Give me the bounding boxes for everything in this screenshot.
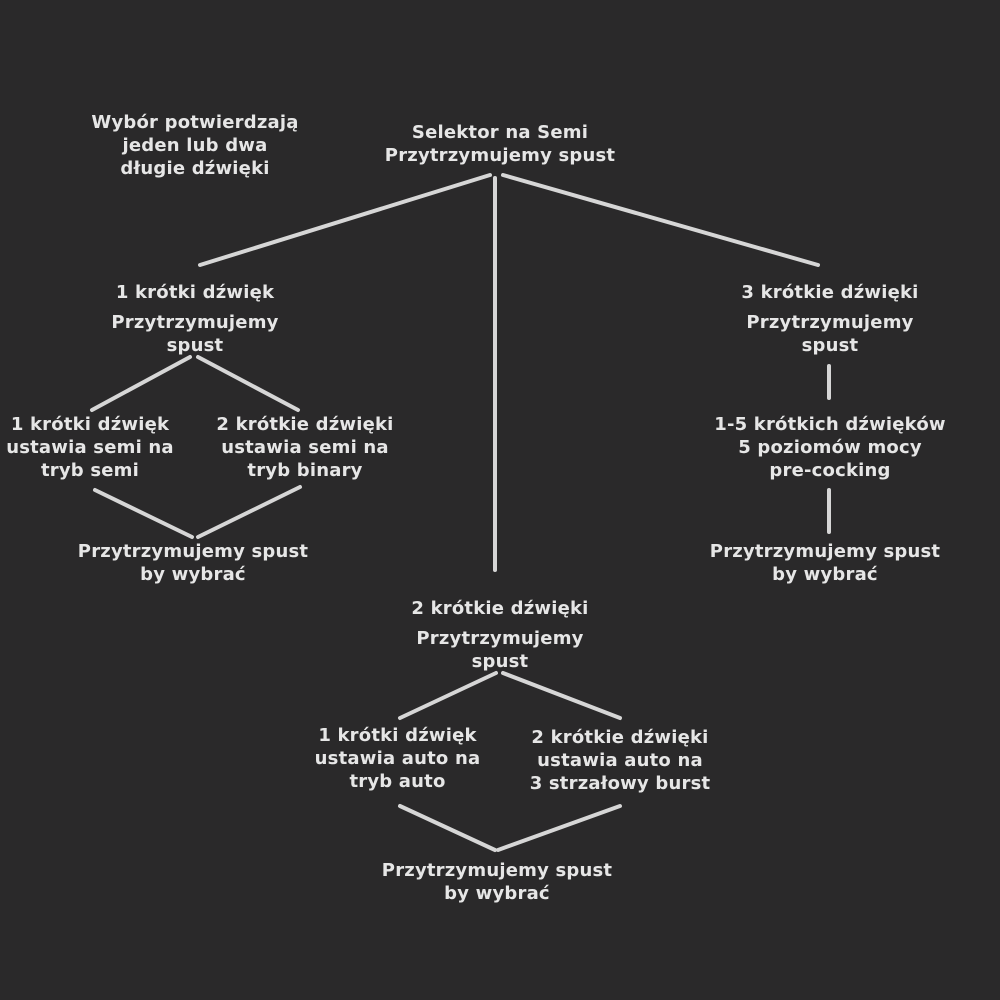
edge-center-to-opt-b (501, 671, 622, 720)
right-branch-sub: Przytrzymujemy spust (746, 312, 914, 356)
note-text: Wybór potwierdzają jeden lub dwa długie … (91, 112, 299, 179)
center-option-a: 1 krótki dźwięk ustawia auto na tryb aut… (314, 725, 481, 792)
edge-left-to-opt-b (196, 355, 300, 412)
left-option-b: 2 krótkie dźwięki ustawia semi na tryb b… (216, 414, 394, 481)
edge-root-right (501, 173, 820, 267)
center-branch-sub: Przytrzymujemy spust (416, 628, 584, 672)
edge-opt-b-to-confirm (196, 485, 302, 539)
edge-left-to-opt-a (90, 355, 192, 412)
right-mid: 1-5 krótkich dźwięków 5 poziomów mocy pr… (714, 414, 946, 481)
left-confirm: Przytrzymujemy spust by wybrać (77, 541, 309, 585)
edge-center-opt-a-to-confirm (398, 804, 497, 852)
center-option-b: 2 krótkie dźwięki ustawia auto na 3 strz… (529, 727, 711, 794)
root-node: Selektor na Semi Przytrzymujemy spust (384, 122, 616, 166)
left-option-a: 1 krótki dźwięk ustawia semi na tryb sem… (6, 414, 174, 481)
center-confirm: Przytrzymujemy spust by wybrać (381, 860, 613, 904)
edge-center-to-opt-a (398, 671, 498, 720)
right-branch-head: 3 krótkie dźwięki (741, 282, 919, 303)
edge-center-opt-b-to-confirm (496, 804, 622, 852)
left-branch-head: 1 krótki dźwięk (115, 282, 275, 303)
center-branch-head: 2 krótkie dźwięki (411, 598, 589, 619)
right-confirm: Przytrzymujemy spust by wybrać (709, 541, 941, 585)
edge-root-left (198, 173, 492, 267)
left-branch-sub: Przytrzymujemy spust (111, 312, 279, 356)
edge-opt-a-to-confirm (93, 488, 194, 539)
